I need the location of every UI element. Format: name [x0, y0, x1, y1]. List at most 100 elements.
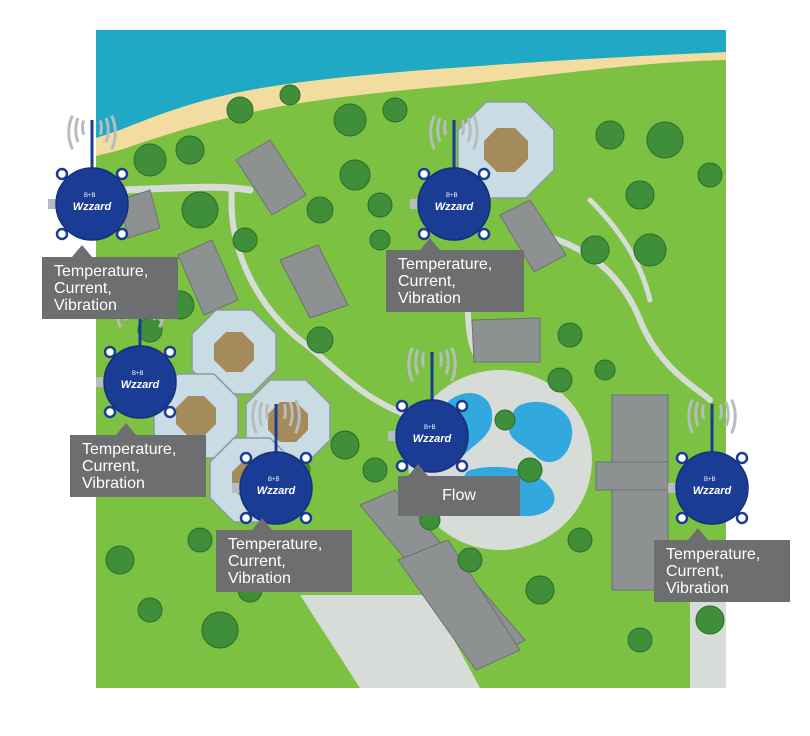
- mount-tab: [455, 399, 469, 413]
- brand-label: Wzzard: [73, 201, 112, 213]
- sensor-body: [395, 399, 469, 473]
- tree: [362, 457, 388, 483]
- tree: [226, 96, 254, 124]
- wifi-signal-icon: [67, 114, 117, 150]
- mount-tab: [675, 511, 689, 525]
- tree: [625, 180, 655, 210]
- mount-tab: [675, 451, 689, 465]
- tree: [306, 326, 334, 354]
- trees: [105, 84, 725, 653]
- tree: [567, 527, 593, 553]
- callout-line: Flow: [442, 487, 476, 504]
- mount-tab: [735, 451, 749, 465]
- wifi-signal-icon: [429, 114, 479, 150]
- callout-line: Temperature,: [82, 441, 177, 458]
- brand-label: Wzzard: [435, 201, 474, 213]
- mount-tab: [417, 167, 431, 181]
- sensors: B+BWzzardB+BWzzardB+BWzzardB+BWzzardB+BW…: [48, 114, 749, 525]
- mount-tab: [455, 459, 469, 473]
- mount-tab: [103, 345, 117, 359]
- mount-tab: [55, 227, 69, 241]
- tree: [627, 627, 653, 653]
- mount-tab: [299, 511, 313, 525]
- sensor-body: [55, 167, 129, 241]
- wireless-sensor-icon: B+B Wzzard: [668, 398, 749, 525]
- main-road: [300, 595, 480, 688]
- connector: [410, 199, 418, 209]
- callout-pointer: [252, 518, 272, 530]
- mount-tab: [163, 405, 177, 419]
- callout-line: Vibration: [228, 570, 291, 587]
- wifi-signal-icon: [687, 398, 737, 434]
- mount-tab: [477, 167, 491, 181]
- sea: [96, 30, 726, 138]
- tree: [181, 191, 219, 229]
- mount-tab: [103, 405, 117, 419]
- callout-line: Temperature,: [54, 263, 149, 280]
- mount-tab: [477, 227, 491, 241]
- callout-pointer: [420, 238, 440, 250]
- brand-badge: B+B: [704, 477, 716, 483]
- tree: [457, 547, 483, 573]
- sensor-callout: Temperature,Current,Vibration: [42, 245, 178, 319]
- callout-pointer: [408, 464, 428, 476]
- tree: [557, 322, 583, 348]
- mount-tab: [395, 399, 409, 413]
- tree: [367, 192, 393, 218]
- wifi-signal-icon: [251, 398, 301, 434]
- wireless-sensor-icon: B+B Wzzard: [410, 114, 491, 241]
- tree: [201, 611, 239, 649]
- connector: [96, 377, 104, 387]
- tree: [187, 527, 213, 553]
- mount-tab: [395, 459, 409, 473]
- mount-tab: [115, 227, 129, 241]
- brand-badge: B+B: [268, 477, 280, 483]
- sensor-callout: Temperature,Current,Vibration: [654, 528, 790, 602]
- brand-label: Wzzard: [121, 379, 160, 391]
- tree: [330, 430, 360, 460]
- tree: [279, 84, 301, 106]
- callout-line: Current,: [228, 553, 286, 570]
- brand-label: Wzzard: [413, 433, 452, 445]
- connector: [668, 483, 676, 493]
- callout-line: Temperature,: [398, 256, 493, 273]
- callout-line: Current,: [398, 273, 456, 290]
- sensor-body: [103, 345, 177, 419]
- tree: [517, 457, 543, 483]
- callout-line: Vibration: [398, 290, 461, 307]
- connector: [48, 199, 56, 209]
- wifi-signal-icon: [407, 346, 457, 382]
- callout-line: Current,: [54, 280, 112, 297]
- sensor-callout: Temperature,Current,Vibration: [70, 423, 206, 497]
- mount-tab: [115, 167, 129, 181]
- tree: [594, 359, 616, 381]
- tree: [175, 135, 205, 165]
- tree: [525, 575, 555, 605]
- mount-tab: [55, 167, 69, 181]
- callout-line: Vibration: [54, 297, 117, 314]
- tree: [306, 196, 334, 224]
- sensor-body: [675, 451, 749, 525]
- tree: [695, 605, 725, 635]
- tree: [494, 409, 516, 431]
- mount-tab: [299, 451, 313, 465]
- tree: [633, 233, 667, 267]
- sensor-callout: Temperature,Current,Vibration: [216, 518, 352, 592]
- tree: [133, 143, 167, 177]
- tree: [547, 367, 573, 393]
- tree: [580, 235, 610, 265]
- callout-pointer: [116, 423, 136, 435]
- flow-callout: Flow: [398, 464, 520, 516]
- tree: [137, 317, 163, 343]
- brand-badge: B+B: [446, 193, 458, 199]
- brand-label: Wzzard: [693, 485, 732, 497]
- tree: [595, 120, 625, 150]
- callout-line: Temperature,: [666, 546, 761, 563]
- callout-line: Vibration: [666, 580, 729, 597]
- tree: [646, 121, 684, 159]
